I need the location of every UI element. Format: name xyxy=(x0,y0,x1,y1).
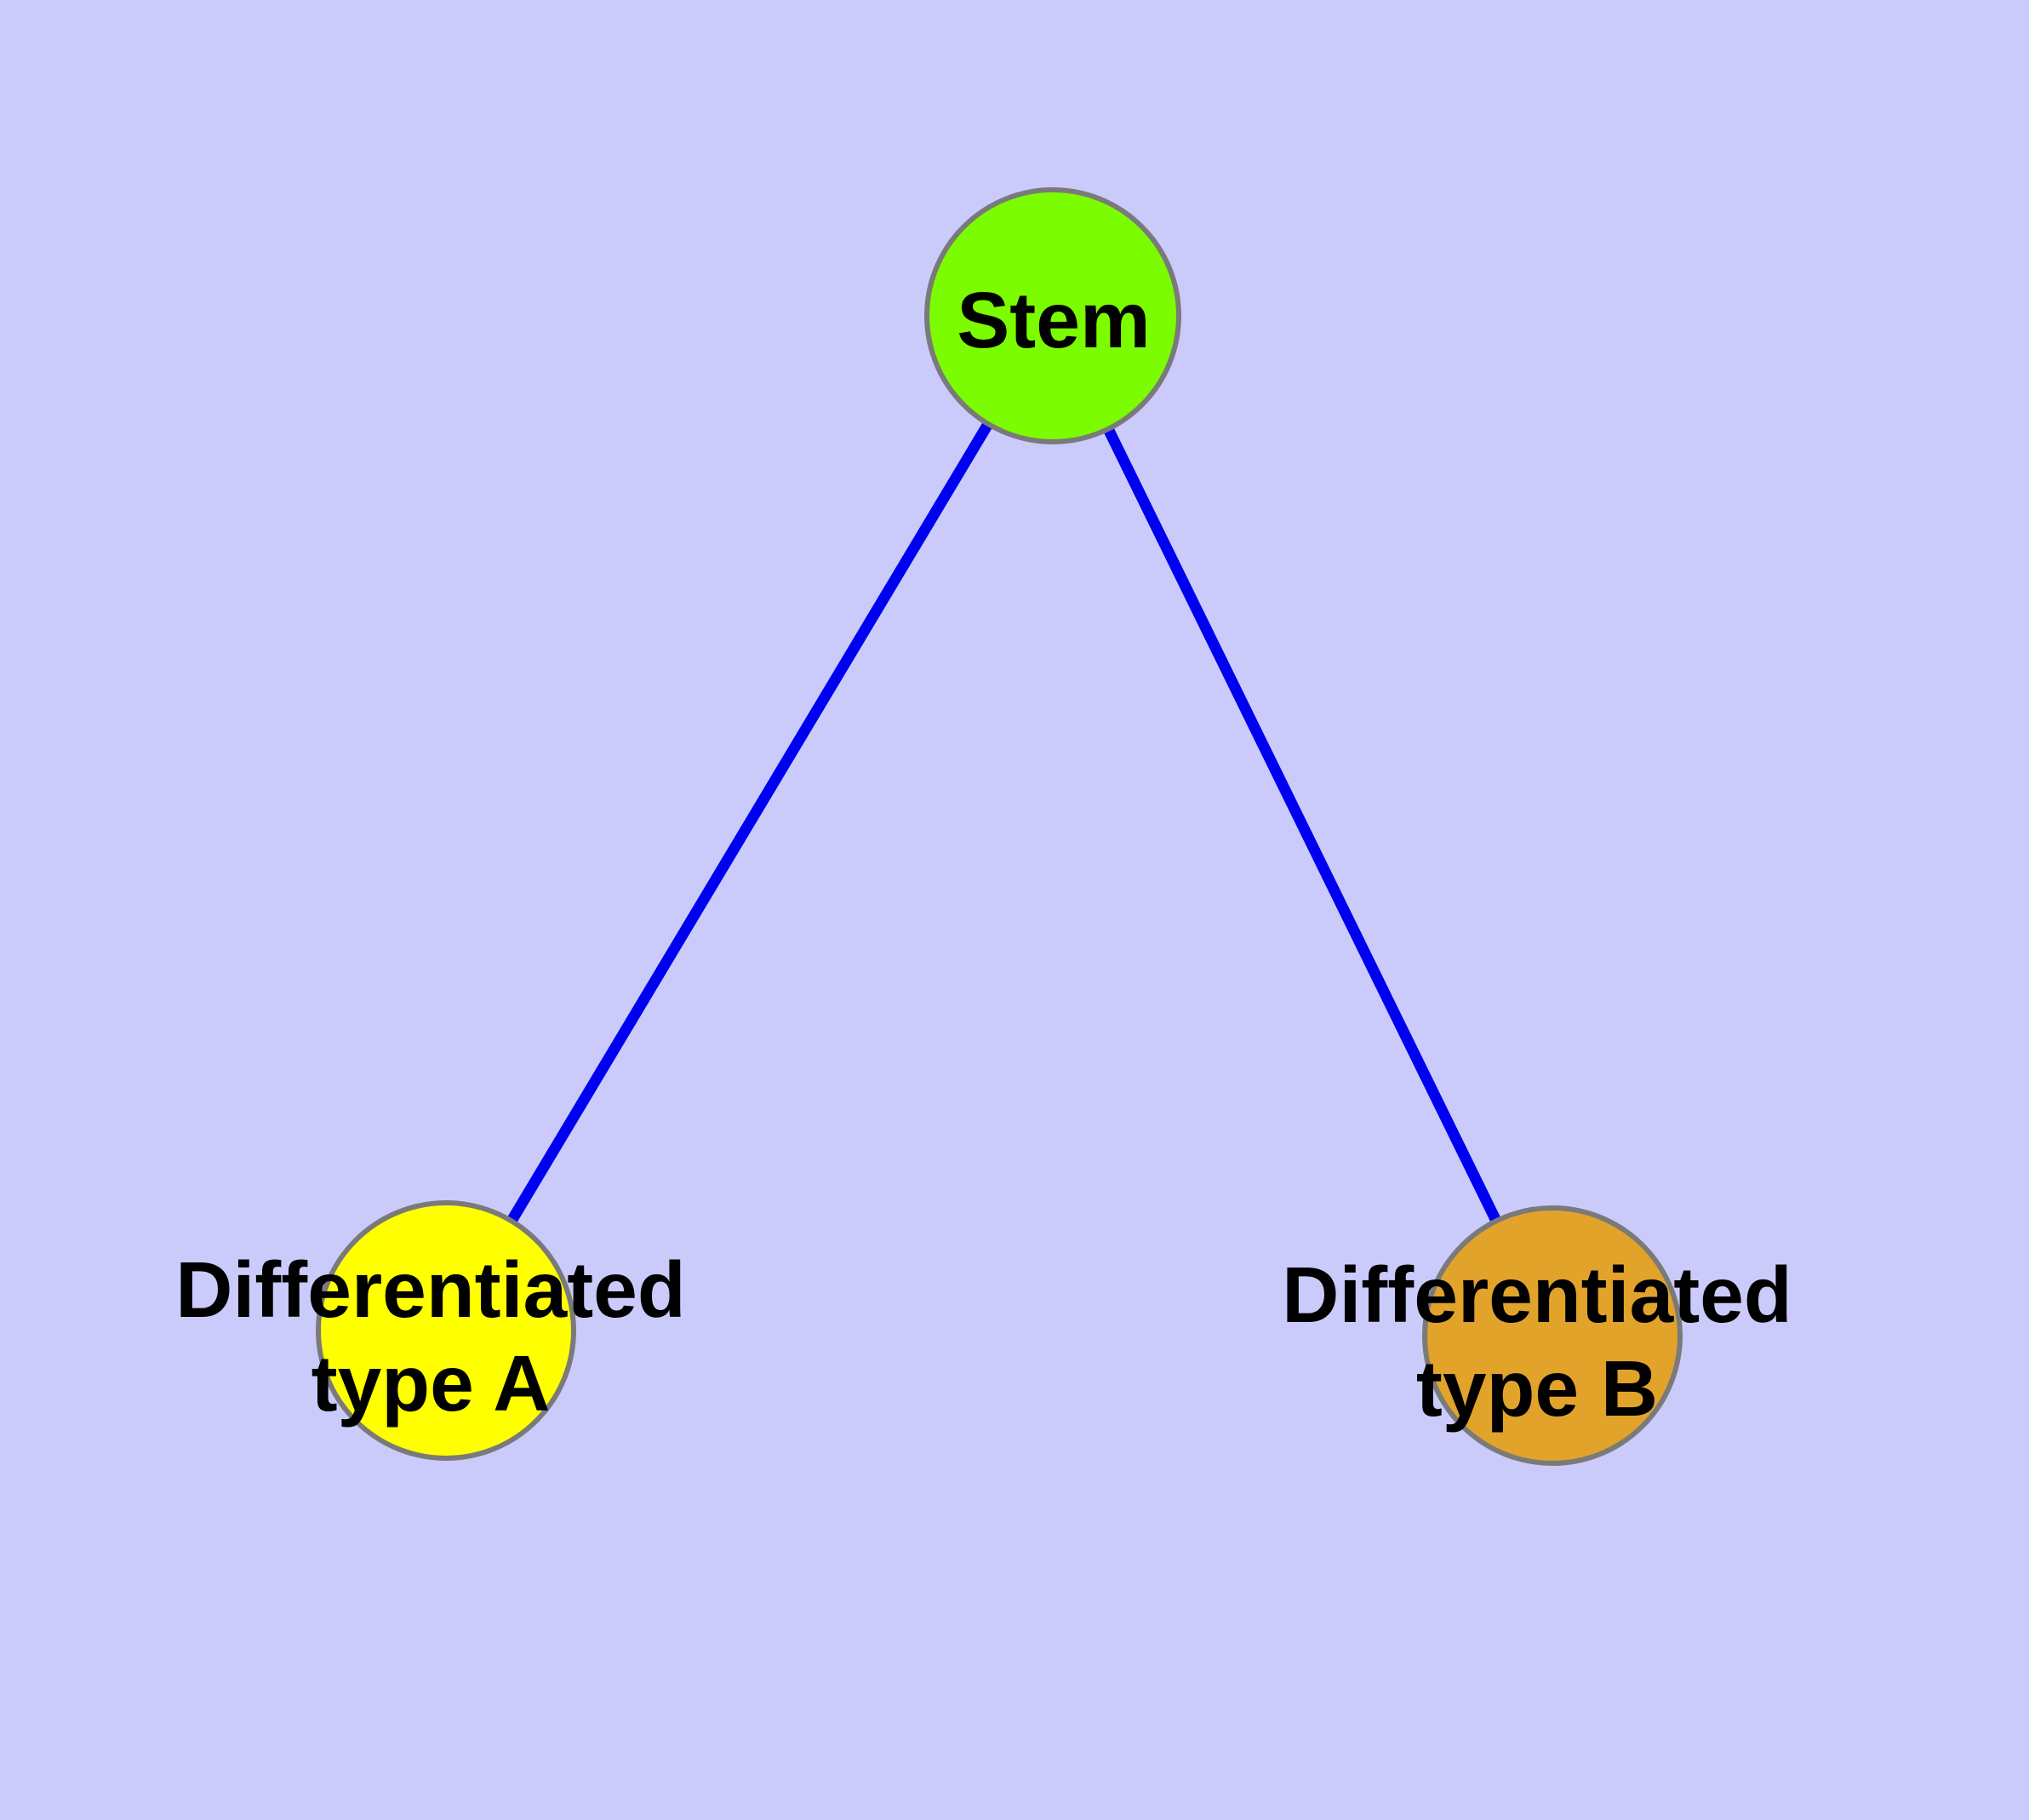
node-differentiated-type-b xyxy=(1422,1205,1683,1466)
node-type-a-label-line1: Differentiated xyxy=(175,1245,685,1334)
node-type-b-label-line2: type B xyxy=(1416,1344,1658,1433)
node-type-a-label-line2: type A xyxy=(311,1339,551,1428)
node-stem xyxy=(924,187,1181,444)
edge-stem-to-type-b xyxy=(1048,313,1557,1338)
node-type-b-label-line1: Differentiated xyxy=(1282,1251,1792,1339)
node-stem-label: Stem xyxy=(957,276,1150,364)
edge-stem-to-type-a xyxy=(441,312,1058,1334)
node-differentiated-type-a xyxy=(316,1200,576,1461)
